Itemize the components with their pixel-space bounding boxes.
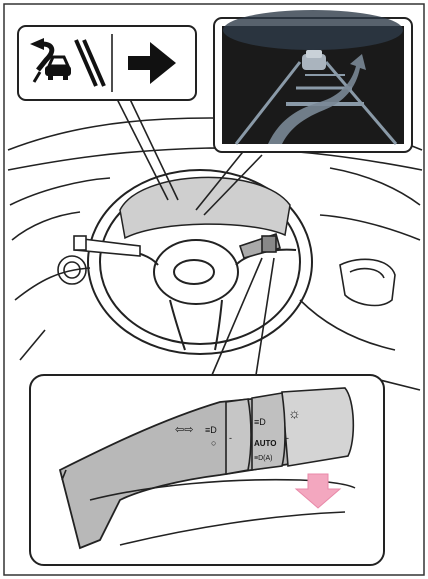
- display-screen-box: [214, 10, 412, 152]
- auto-label: AUTO: [254, 439, 277, 448]
- circle-symbol-label: ○: [211, 438, 216, 448]
- lowbeam-auto-label: ≡D(A): [254, 455, 272, 462]
- stalk-detail-box: ⇦⇨ ≡D ○ ‑ ≡D AUTO ≡D(A) ‑ ☼: [30, 375, 384, 565]
- stalk-end-cap: [282, 388, 353, 466]
- fog-symbol-label: ≡D: [205, 425, 217, 435]
- headlight-symbol-label: ≡D: [254, 417, 266, 427]
- dash-symbol-left: ‑: [229, 433, 232, 443]
- dash-symbol-right: ‑: [286, 433, 289, 443]
- turn-arrows-label: ⇦⇨: [175, 424, 193, 436]
- sun-symbol-label: ☼: [288, 405, 301, 421]
- indicator-icon-box: [18, 26, 196, 100]
